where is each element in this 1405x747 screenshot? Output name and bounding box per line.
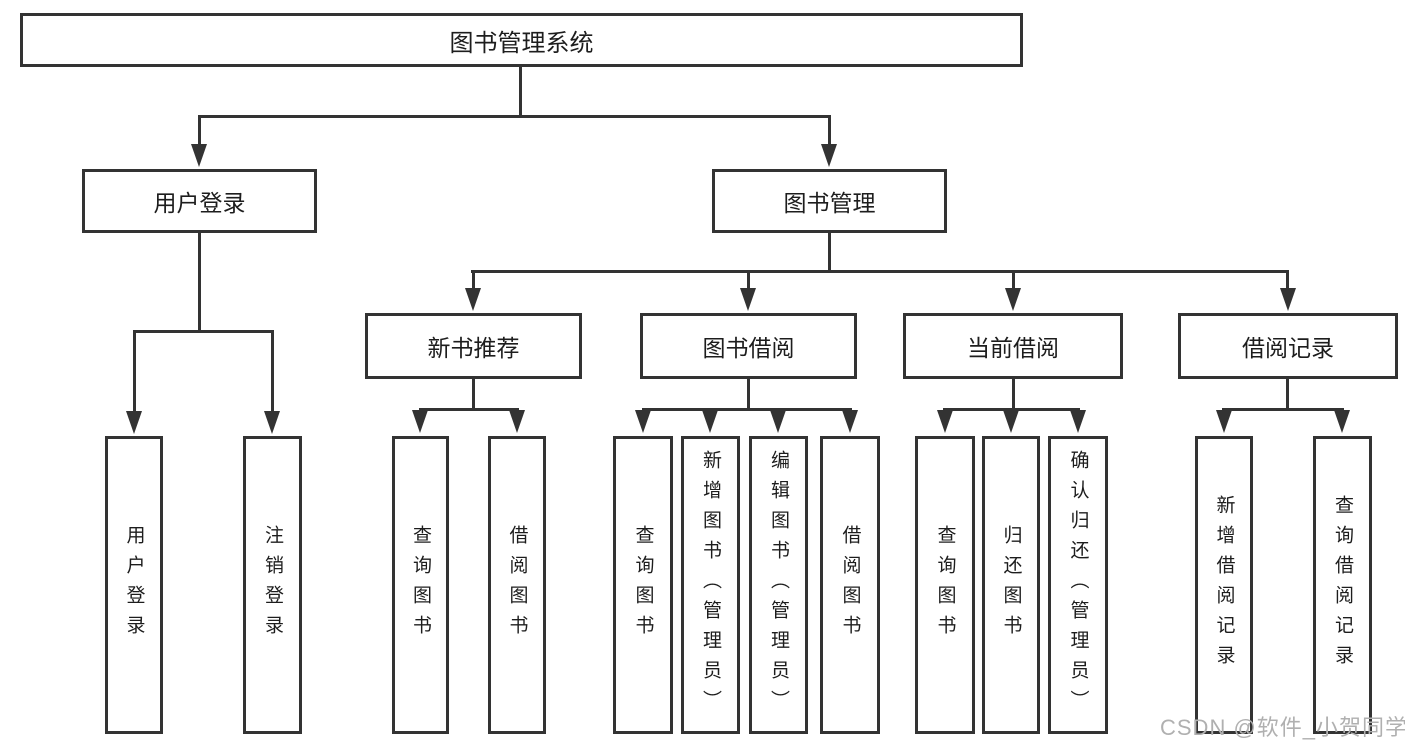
- arrow-down-icon: [740, 288, 756, 311]
- connector-line: [472, 379, 475, 410]
- node-label: 新书推荐: [427, 335, 520, 361]
- connector-line: [943, 408, 1080, 411]
- node-label: 确认归还（管理员）: [1067, 450, 1089, 720]
- arrow-down-icon: [842, 410, 858, 433]
- connector-line: [419, 408, 519, 411]
- arrow-down-icon: [412, 410, 428, 433]
- connector-line: [471, 270, 1289, 273]
- connector-line: [1222, 408, 1344, 411]
- node-label: 图书借阅: [702, 335, 795, 361]
- connector-line: [828, 233, 831, 272]
- arrow-down-icon: [126, 411, 142, 434]
- node-leaf-user-login: 用户登录: [105, 436, 163, 734]
- node-leaf-confirm-return-admin: 确认归还（管理员）: [1048, 436, 1108, 734]
- node-label: 图书管理系统: [449, 29, 594, 57]
- node-leaf-borrow-book-2: 借阅图书: [820, 436, 880, 734]
- node-label: 借阅记录: [1242, 335, 1334, 361]
- node-new-book-recommend: 新书推荐: [365, 313, 582, 379]
- connector-line: [472, 270, 475, 289]
- arrow-down-icon: [937, 410, 953, 433]
- node-leaf-logout: 注销登录: [243, 436, 302, 734]
- arrow-down-icon: [770, 410, 786, 433]
- node-leaf-return-book: 归还图书: [982, 436, 1040, 734]
- connector-line: [519, 67, 522, 118]
- connector-line: [1012, 379, 1015, 410]
- connector-line: [133, 330, 136, 412]
- node-label: 注销登录: [262, 525, 283, 645]
- connector-line: [1286, 379, 1289, 410]
- arrow-down-icon: [1003, 410, 1019, 433]
- node-library-system: 图书管理系统: [20, 13, 1023, 67]
- watermark-text: CSDN @软件_小贺同学: [1160, 715, 1405, 740]
- arrow-down-icon: [191, 144, 207, 167]
- node-leaf-borrow-book-1: 借阅图书: [488, 436, 546, 734]
- node-leaf-add-borrow-record: 新增借阅记录: [1195, 436, 1253, 734]
- node-leaf-query-book-3: 查询图书: [915, 436, 975, 734]
- node-label: 查询借阅记录: [1332, 495, 1353, 675]
- arrow-down-icon: [1334, 410, 1350, 433]
- node-book-management: 图书管理: [712, 169, 947, 233]
- node-label: 借阅图书: [506, 525, 528, 645]
- node-leaf-query-book-2: 查询图书: [613, 436, 673, 734]
- connector-line: [133, 330, 274, 333]
- connector-line: [1012, 270, 1015, 289]
- node-label: 查询图书: [632, 525, 654, 645]
- node-borrow-record: 借阅记录: [1178, 313, 1398, 379]
- arrow-down-icon: [1070, 410, 1086, 433]
- node-label: 当前借阅: [967, 335, 1059, 361]
- node-label: 查询图书: [934, 525, 956, 645]
- arrow-down-icon: [465, 288, 481, 311]
- arrow-down-icon: [1005, 288, 1021, 311]
- node-user-login: 用户登录: [82, 169, 317, 233]
- arrow-down-icon: [702, 410, 718, 433]
- arrow-down-icon: [264, 411, 280, 434]
- node-leaf-edit-book-admin: 编辑图书（管理员）: [749, 436, 808, 734]
- connector-line: [198, 115, 201, 145]
- node-label: 用户登录: [123, 525, 145, 645]
- arrow-down-icon: [1216, 410, 1232, 433]
- connector-line: [198, 233, 201, 332]
- arrow-down-icon: [635, 410, 651, 433]
- node-label: 查询图书: [410, 525, 431, 645]
- node-label: 归还图书: [1000, 525, 1022, 645]
- node-leaf-query-book-1: 查询图书: [392, 436, 449, 734]
- node-label: 用户登录: [153, 190, 246, 216]
- connector-line: [747, 270, 750, 289]
- node-label: 图书管理: [783, 190, 876, 216]
- connector-line: [1286, 270, 1289, 289]
- arrow-down-icon: [821, 144, 837, 167]
- node-book-borrow: 图书借阅: [640, 313, 857, 379]
- connector-line: [747, 379, 750, 410]
- node-leaf-add-book-admin: 新增图书（管理员）: [681, 436, 740, 734]
- node-leaf-query-borrow-record: 查询借阅记录: [1313, 436, 1372, 734]
- node-label: 新增借阅记录: [1213, 495, 1235, 675]
- node-label: 编辑图书（管理员）: [768, 450, 789, 720]
- connector-line: [271, 330, 274, 412]
- connector-line: [198, 115, 831, 118]
- connector-line: [828, 115, 831, 145]
- node-label: 借阅图书: [839, 525, 861, 645]
- node-current-borrow: 当前借阅: [903, 313, 1123, 379]
- node-label: 新增图书（管理员）: [700, 450, 721, 720]
- connector-line: [642, 408, 852, 411]
- arrow-down-icon: [1280, 288, 1296, 311]
- arrow-down-icon: [509, 410, 525, 433]
